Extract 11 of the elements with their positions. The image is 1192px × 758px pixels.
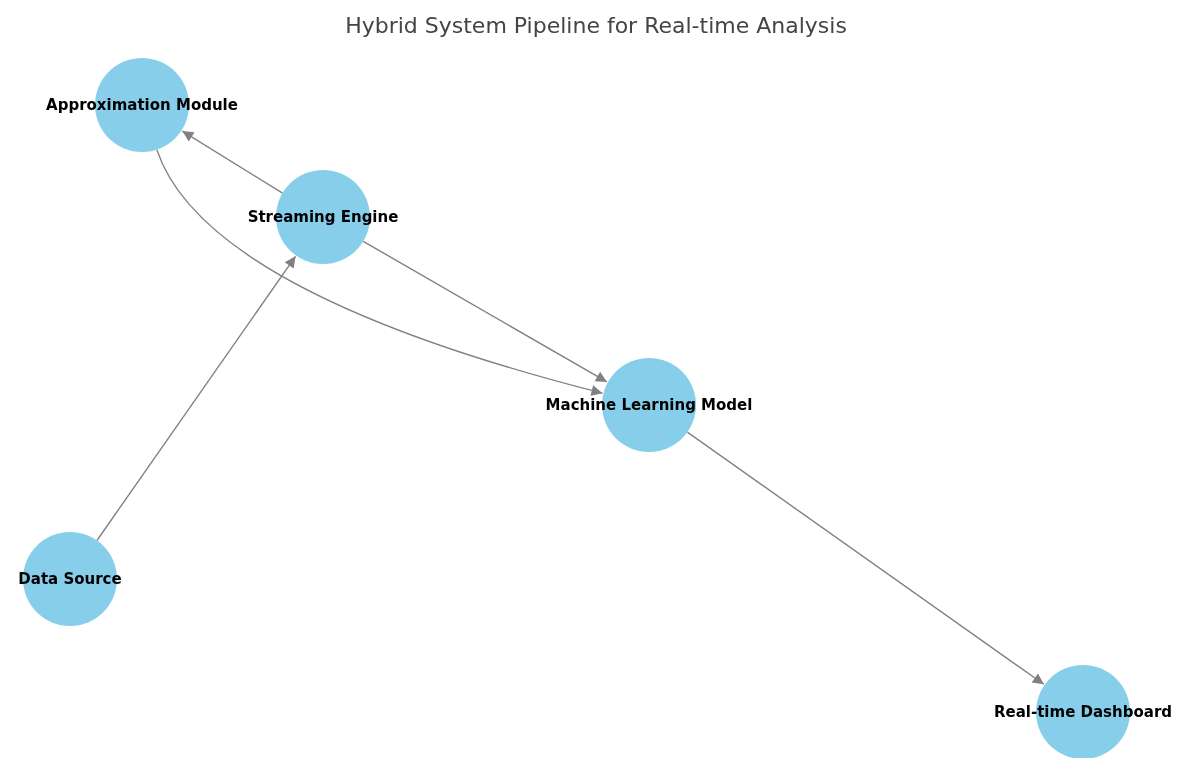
- node-label: Real-time Dashboard: [994, 701, 1172, 723]
- arrow: [686, 431, 1045, 685]
- arrow: [96, 255, 297, 542]
- arrow: [156, 148, 604, 396]
- node-label: Streaming Engine: [247, 206, 399, 228]
- node-label: Approximation Module: [46, 94, 238, 116]
- diagram-title: Hybrid System Pipeline for Real-time Analysis: [344, 12, 848, 40]
- node-label: Machine Learning Model: [545, 394, 753, 416]
- arrow: [362, 240, 608, 383]
- arrow: [181, 130, 284, 194]
- node-label: Data Source: [18, 568, 122, 590]
